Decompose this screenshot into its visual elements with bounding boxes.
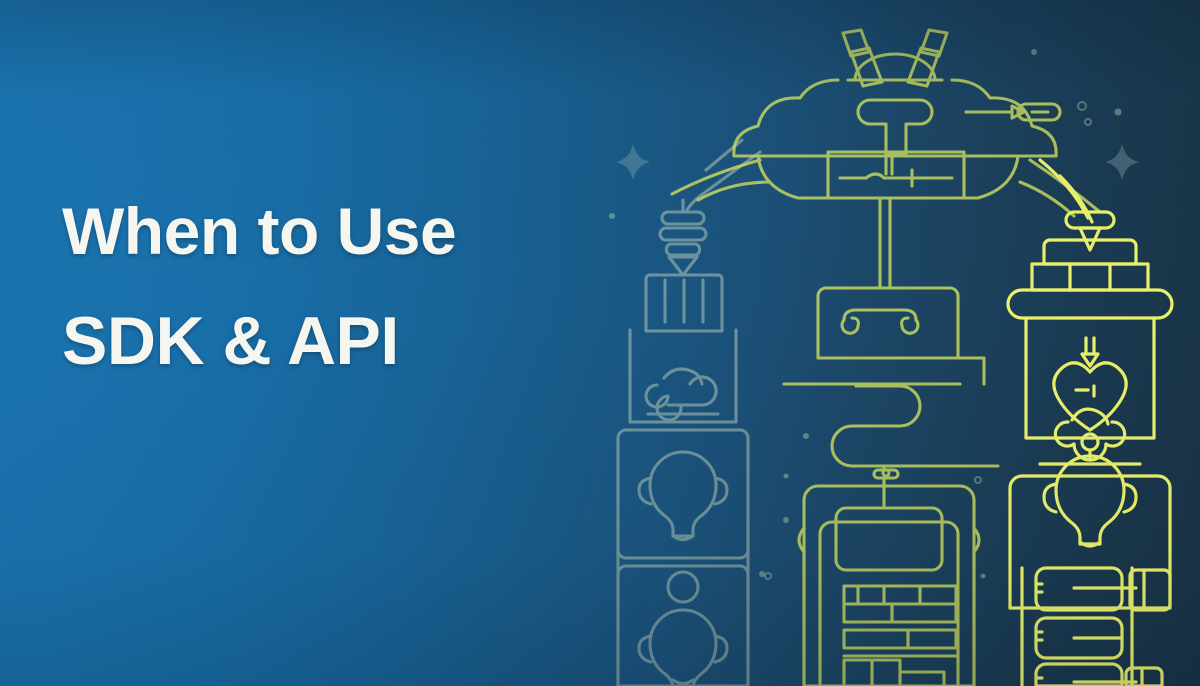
right-crown-cap <box>1030 238 1150 292</box>
left-bulb-module-2 <box>616 564 750 686</box>
four-point-star-icon-right <box>1105 144 1139 180</box>
right-main-body <box>1024 316 1156 466</box>
cloud-platform <box>670 28 1102 290</box>
right-bulb-module <box>1008 450 1172 610</box>
left-cloud-module <box>628 328 738 424</box>
left-drill-bit <box>658 198 708 277</box>
left-slot-module <box>644 273 724 333</box>
center-connector <box>782 286 1000 494</box>
title-line-1: When to Use <box>62 194 457 268</box>
left-bulb-module-1 <box>616 428 750 560</box>
right-slider-bars <box>1020 566 1172 686</box>
page-title: When to Use SDK & API <box>62 194 457 379</box>
right-collar <box>1006 288 1174 320</box>
title-line-2: SDK & API <box>62 303 399 379</box>
right-nozzle-tip <box>1064 210 1116 252</box>
center-tower-device <box>797 484 981 686</box>
four-point-star-icon-left <box>616 144 650 180</box>
